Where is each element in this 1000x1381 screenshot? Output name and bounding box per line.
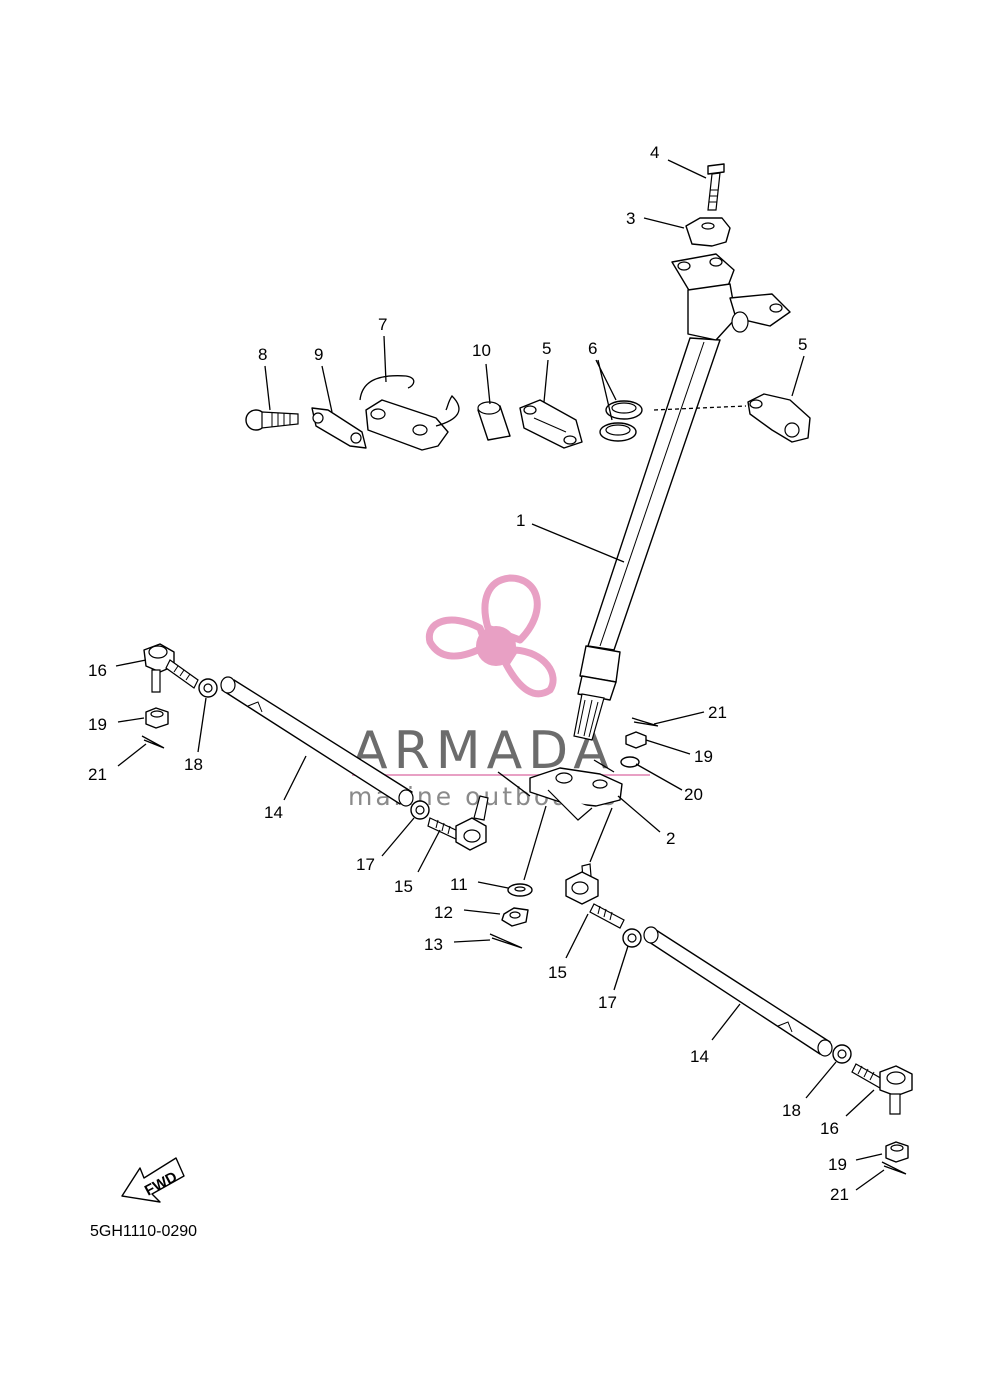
nut-part-17-right [622,928,642,948]
callout-4: 4 [650,143,659,162]
clamp-part-3 [685,217,731,247]
callout-12: 12 [434,903,453,922]
nut-part-17-left [410,800,430,820]
fwd-arrow-icon: FWD [121,1157,185,1203]
callout-21-right: 21 [830,1185,849,1204]
callout-19-left: 19 [88,715,107,734]
leader-arm-down-right [589,807,613,863]
callout-21-left: 21 [88,765,107,784]
callout-13: 13 [424,935,443,954]
callout-8: 8 [258,345,267,364]
callout-20: 20 [684,785,703,804]
callout-17-left: 17 [356,855,375,874]
callout-6: 6 [588,339,597,358]
callout-18-right: 18 [782,1101,801,1120]
nut-part-18-right [832,1044,852,1064]
callout-16-left: 16 [88,661,107,680]
callout-11: 11 [450,875,468,894]
callout-14-left: 14 [264,803,283,822]
leader-arm-up-right [593,759,615,773]
tie-rod-end-part-15-right [565,863,625,929]
callout-15-right: 15 [548,963,567,982]
callout-3: 3 [626,209,635,228]
callout-18-left: 18 [184,755,203,774]
washer-part-11 [507,883,533,897]
callout-9: 9 [314,345,323,364]
pitman-arm-part-2 [529,767,623,821]
nut-part-19-center [625,731,647,749]
tie-rod-part-14-right [643,926,833,1057]
holder-part-5-left [519,399,583,449]
nut-part-19-left [145,707,169,729]
cotter-pin-part-21-center [631,717,659,727]
bolt-part-4 [707,163,725,211]
callout-19-center: 19 [694,747,713,766]
cable-guide-part-7 [359,375,460,451]
leader-arm-up-left [497,771,531,797]
cotter-pin-part-21-left [141,735,165,749]
leader-lines [115,159,885,1191]
callout-19-right: 19 [828,1155,847,1174]
callout-15-left: 15 [394,877,413,896]
plate-part-9 [311,407,367,449]
nut-part-18-left [198,678,218,698]
callout-2: 2 [666,829,675,848]
propeller-logo-icon [425,574,557,698]
nut-part-19-right [885,1141,909,1163]
tie-rod-end-part-15-left [427,795,489,851]
callout-14-right: 14 [690,1047,709,1066]
diagram-code: 5GH1110-0290 [90,1223,197,1240]
tie-rod-end-part-16-right [851,1063,913,1115]
leader-arm-down-left [523,805,547,881]
callout-7: 7 [378,315,387,334]
bolt-part-8 [245,409,299,431]
bushing-part-6 [599,400,643,442]
callout-labels: 4 3 7 8 9 10 5 6 5 1 16 19 18 21 14 21 1… [88,143,849,1204]
cotter-pin-part-21-right [881,1161,907,1175]
callout-1: 1 [516,511,525,530]
collar-part-10 [477,401,511,441]
callout-5-left: 5 [542,339,551,358]
callout-16-right: 16 [820,1119,839,1138]
tie-rod-part-14-left [220,676,414,807]
callout-10: 10 [472,341,491,360]
tie-rod-end-part-16-left [143,643,199,693]
washer-part-20 [620,756,640,768]
callout-21-center: 21 [708,703,727,722]
cotter-pin-part-13 [489,933,523,949]
callout-5-right: 5 [798,335,807,354]
dashed-link-line [653,405,747,411]
holder-part-5-right [747,393,811,443]
nut-part-12 [501,907,529,927]
callout-17-right: 17 [598,993,617,1012]
steering-shaft-part-1 [573,253,791,741]
